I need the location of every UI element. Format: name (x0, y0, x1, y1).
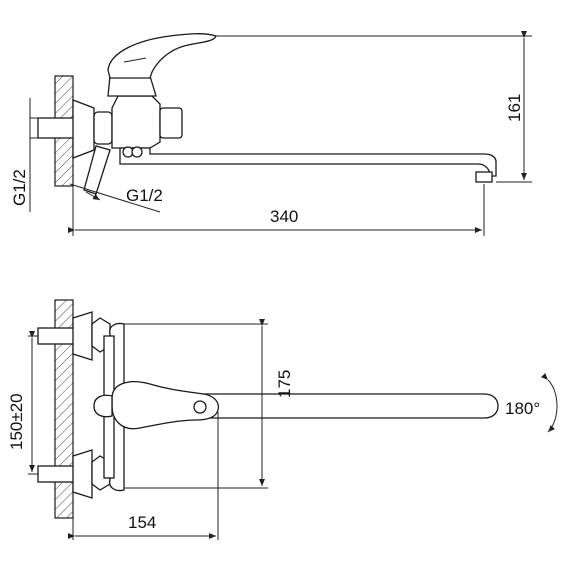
flange-nut-side (72, 99, 95, 159)
dim-depth: 175 (275, 370, 294, 398)
rotation-arc (540, 372, 558, 433)
eccentric-nut (93, 111, 113, 145)
thread-leader (69, 183, 161, 213)
body-cap-side (159, 107, 183, 139)
dim-thread-right: G1/2 (126, 186, 163, 205)
dim-length: 340 (270, 207, 298, 226)
dim-thread-left: G1/2 (10, 169, 29, 206)
cartridge-housing (107, 75, 157, 97)
mixer-body-side (111, 95, 161, 149)
side-view: 161 G1/2 G1/2 340 (10, 31, 532, 236)
thread-leader-arrow (85, 191, 101, 201)
lever-handle-top (111, 381, 220, 430)
dim-height: 161 (505, 94, 524, 122)
swivel-ring-2 (131, 146, 143, 158)
lower-eccentric-arm (83, 145, 111, 195)
dim-projection: 154 (128, 513, 156, 532)
wall-top (54, 299, 74, 519)
lever-base-top (93, 394, 113, 418)
upper-flange (72, 311, 93, 361)
spout-top (179, 393, 499, 419)
lower-flange (72, 449, 93, 499)
top-view: 175 150±20 154 180° (7, 299, 558, 540)
lever-handle-side (107, 33, 217, 79)
lever-detail (123, 57, 147, 63)
lever-screw (193, 400, 207, 414)
dim-centers: 150±20 (7, 393, 26, 450)
dim-rotation: 180° (505, 399, 540, 418)
spout-side (119, 147, 497, 177)
aerator-side (475, 171, 493, 183)
